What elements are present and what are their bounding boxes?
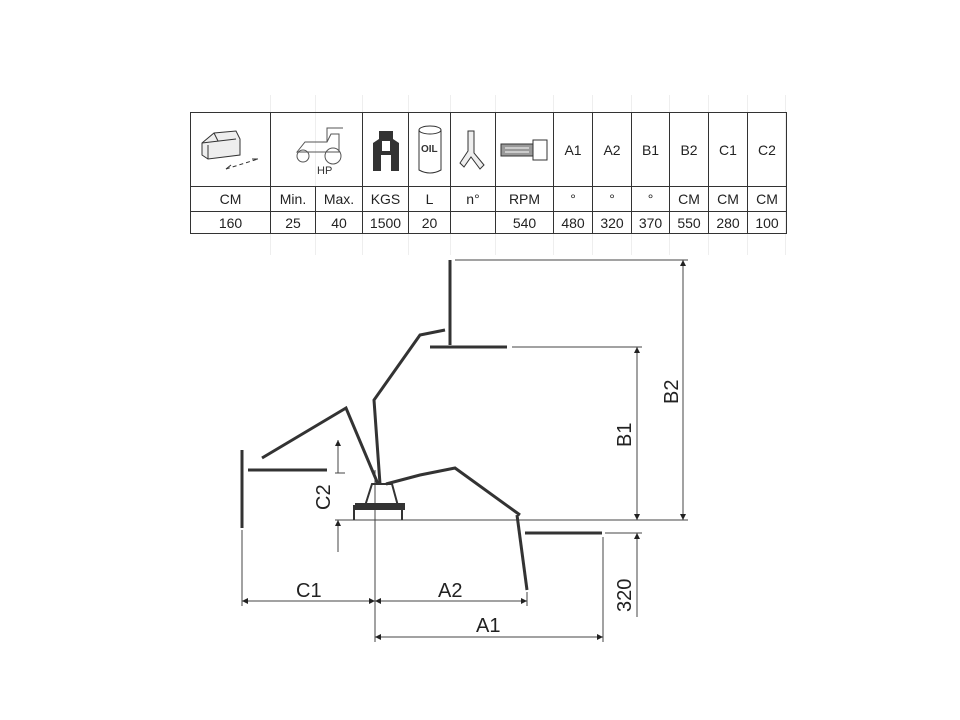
tractor-base: [353, 483, 405, 520]
dimension-lines: [241, 259, 688, 642]
unit-cell: CM: [190, 186, 271, 212]
header-b2: B2: [669, 112, 709, 187]
top-arm: [372, 328, 446, 485]
pto-shaft-icon: [495, 112, 554, 187]
value-cell: 280: [708, 211, 748, 234]
left-arm: [261, 405, 380, 485]
units-row: CM Min. Max. KGS L n° RPM ° ° ° CM CM CM: [190, 186, 787, 212]
unit-cell: L: [408, 186, 451, 212]
svg-text:HP: HP: [317, 165, 332, 177]
values-row: 160 25 40 1500 20 540 480 320 370 550 28…: [190, 211, 787, 234]
unit-cell: CM: [708, 186, 748, 212]
machine-drawing: [240, 260, 602, 591]
value-cell: 480: [553, 211, 593, 234]
header-c2: C2: [747, 112, 787, 187]
value-cell: 370: [631, 211, 670, 234]
unit-cell: CM: [747, 186, 787, 212]
icon-header-row: HP OIL A1 A2 B1 B2 C1 C2: [190, 112, 787, 187]
svg-text:OIL: OIL: [421, 144, 438, 155]
header-c1: C1: [708, 112, 748, 187]
oil-drum-icon: OIL: [408, 112, 451, 187]
label-c1: C1: [296, 580, 322, 602]
label-a2: A2: [438, 580, 462, 602]
header-a2: A2: [592, 112, 632, 187]
value-cell: 40: [315, 211, 363, 234]
unit-cell: °: [631, 186, 670, 212]
label-c2: C2: [313, 484, 335, 510]
value-cell: 20: [408, 211, 451, 234]
specifications-table: HP OIL A1 A2 B1 B2 C1 C2 CM Min. Max. KG…: [190, 112, 787, 234]
value-cell: 540: [495, 211, 554, 234]
top-mower: [430, 260, 507, 349]
value-cell: 1500: [362, 211, 409, 234]
left-mower: [240, 450, 327, 528]
value-cell: 100: [747, 211, 787, 234]
unit-cell: KGS: [362, 186, 409, 212]
unit-cell: n°: [450, 186, 496, 212]
label-b2: B2: [661, 380, 683, 404]
value-cell: 25: [270, 211, 316, 234]
right-mower: [515, 514, 602, 591]
label-a1: A1: [476, 615, 500, 637]
right-arm: [385, 466, 521, 517]
label-b1: B1: [614, 423, 636, 447]
label-320: 320: [614, 579, 636, 612]
blade-icon: [450, 112, 496, 187]
